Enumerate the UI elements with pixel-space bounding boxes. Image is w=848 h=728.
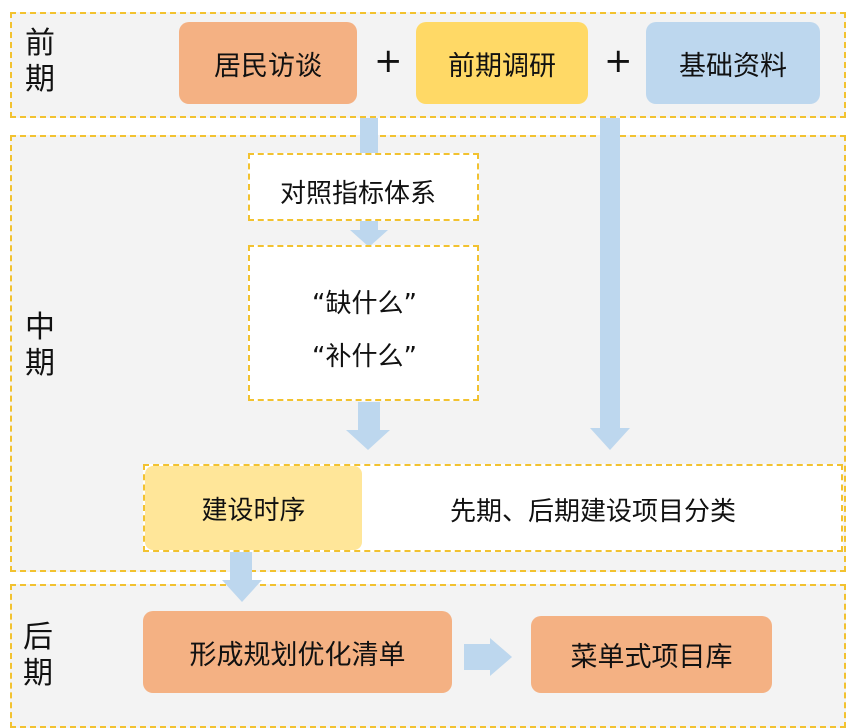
arrow-head-sequence — [222, 580, 262, 602]
index-system-label: 对照指标体系 — [280, 179, 437, 209]
arrow-head-index — [350, 230, 388, 247]
gap-analysis-box — [248, 245, 479, 401]
plus-sign-1: + — [374, 41, 403, 81]
arrow-head-late — [490, 638, 512, 676]
phase-label-early: 前 期 — [20, 26, 60, 98]
arrow-shaft-sequence — [230, 552, 252, 582]
arrow-shaft-interview — [360, 118, 378, 154]
phase-label-late: 后 期 — [18, 620, 58, 692]
arrow-shaft-late — [464, 644, 492, 670]
arrow-head-basic-data — [590, 428, 630, 450]
phase-label-early-char2: 期 — [25, 62, 55, 97]
basic-data-box: 基础资料 — [646, 22, 820, 104]
arrow-shaft-index — [360, 220, 378, 232]
index-system-box — [248, 153, 479, 221]
project-library-box: 菜单式项目库 — [531, 616, 772, 693]
construction-sequence-box: 建设时序 — [145, 466, 362, 550]
phase-label-early-char1: 前 — [25, 26, 55, 61]
project-classification-label: 先期、后期建设项目分类 — [450, 497, 737, 527]
phase-label-late-char1: 后 — [23, 620, 53, 655]
phase-label-middle: 中 期 — [20, 310, 60, 382]
resident-interview-box: 居民访谈 — [179, 22, 357, 104]
optimization-list-box: 形成规划优化清单 — [143, 611, 452, 693]
phase-label-late-char2: 期 — [23, 656, 53, 691]
plus-sign-2: + — [604, 41, 633, 81]
arrow-shaft-basic-data — [600, 118, 620, 430]
arrow-shaft-gap — [358, 402, 380, 432]
preliminary-research-box: 前期调研 — [416, 22, 588, 104]
phase-label-middle-char1: 中 — [25, 310, 55, 345]
arrow-head-gap — [346, 430, 390, 450]
phase-label-middle-char2: 期 — [25, 346, 55, 381]
gap-analysis-line-1: “缺什么” — [312, 289, 417, 319]
gap-analysis-line-2: “补什么” — [312, 342, 417, 372]
